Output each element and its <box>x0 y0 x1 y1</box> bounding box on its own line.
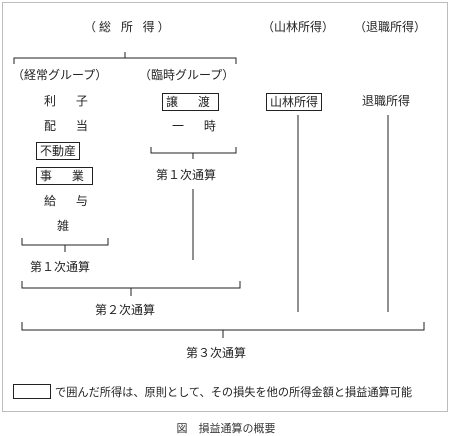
item-kyuuyo: 給 与 <box>44 194 96 208</box>
diagram-frame <box>2 2 448 412</box>
third-bracket <box>21 322 425 331</box>
rinji-bracket <box>150 147 237 154</box>
keijou-bracket <box>21 238 109 246</box>
item-jouto: 譲 渡 <box>162 93 219 111</box>
sougou-bracket <box>13 57 237 64</box>
keijou-group-label: （経常グループ） <box>12 68 108 82</box>
sanrin-header: （山林所得） <box>262 20 335 34</box>
second-tsusan: 第２次通算 <box>95 303 156 317</box>
item-haitou: 配 当 <box>44 119 96 133</box>
third-tsusan: 第３次通算 <box>186 346 247 360</box>
rinji-first-tsusan: 第１次通算 <box>156 168 217 182</box>
taishoku-item: 退職所得 <box>362 94 411 108</box>
item-jigyou: 事 業 <box>36 167 93 185</box>
sougou-header: （総 所 得） <box>84 20 173 34</box>
taishoku-header: （退職所得） <box>354 20 427 34</box>
rinji-group-label: （臨時グループ） <box>139 68 235 82</box>
sanrin-box: 山林所得 <box>266 93 323 111</box>
second-bracket <box>21 281 241 289</box>
legend-box <box>13 384 51 399</box>
item-fudousan: 不動産 <box>36 142 81 160</box>
legend-text: で囲んだ所得は、原則として、その損失を他の所得金額と損益通算可能 <box>55 386 413 399</box>
keijou-first-tsusan: 第１次通算 <box>30 260 91 274</box>
item-rishi: 利 子 <box>44 94 96 108</box>
figure-caption: 図 損益通算の概要 <box>176 422 276 435</box>
item-zatsu: 雑 <box>57 219 70 233</box>
item-ichiji: 一 時 <box>172 119 224 133</box>
